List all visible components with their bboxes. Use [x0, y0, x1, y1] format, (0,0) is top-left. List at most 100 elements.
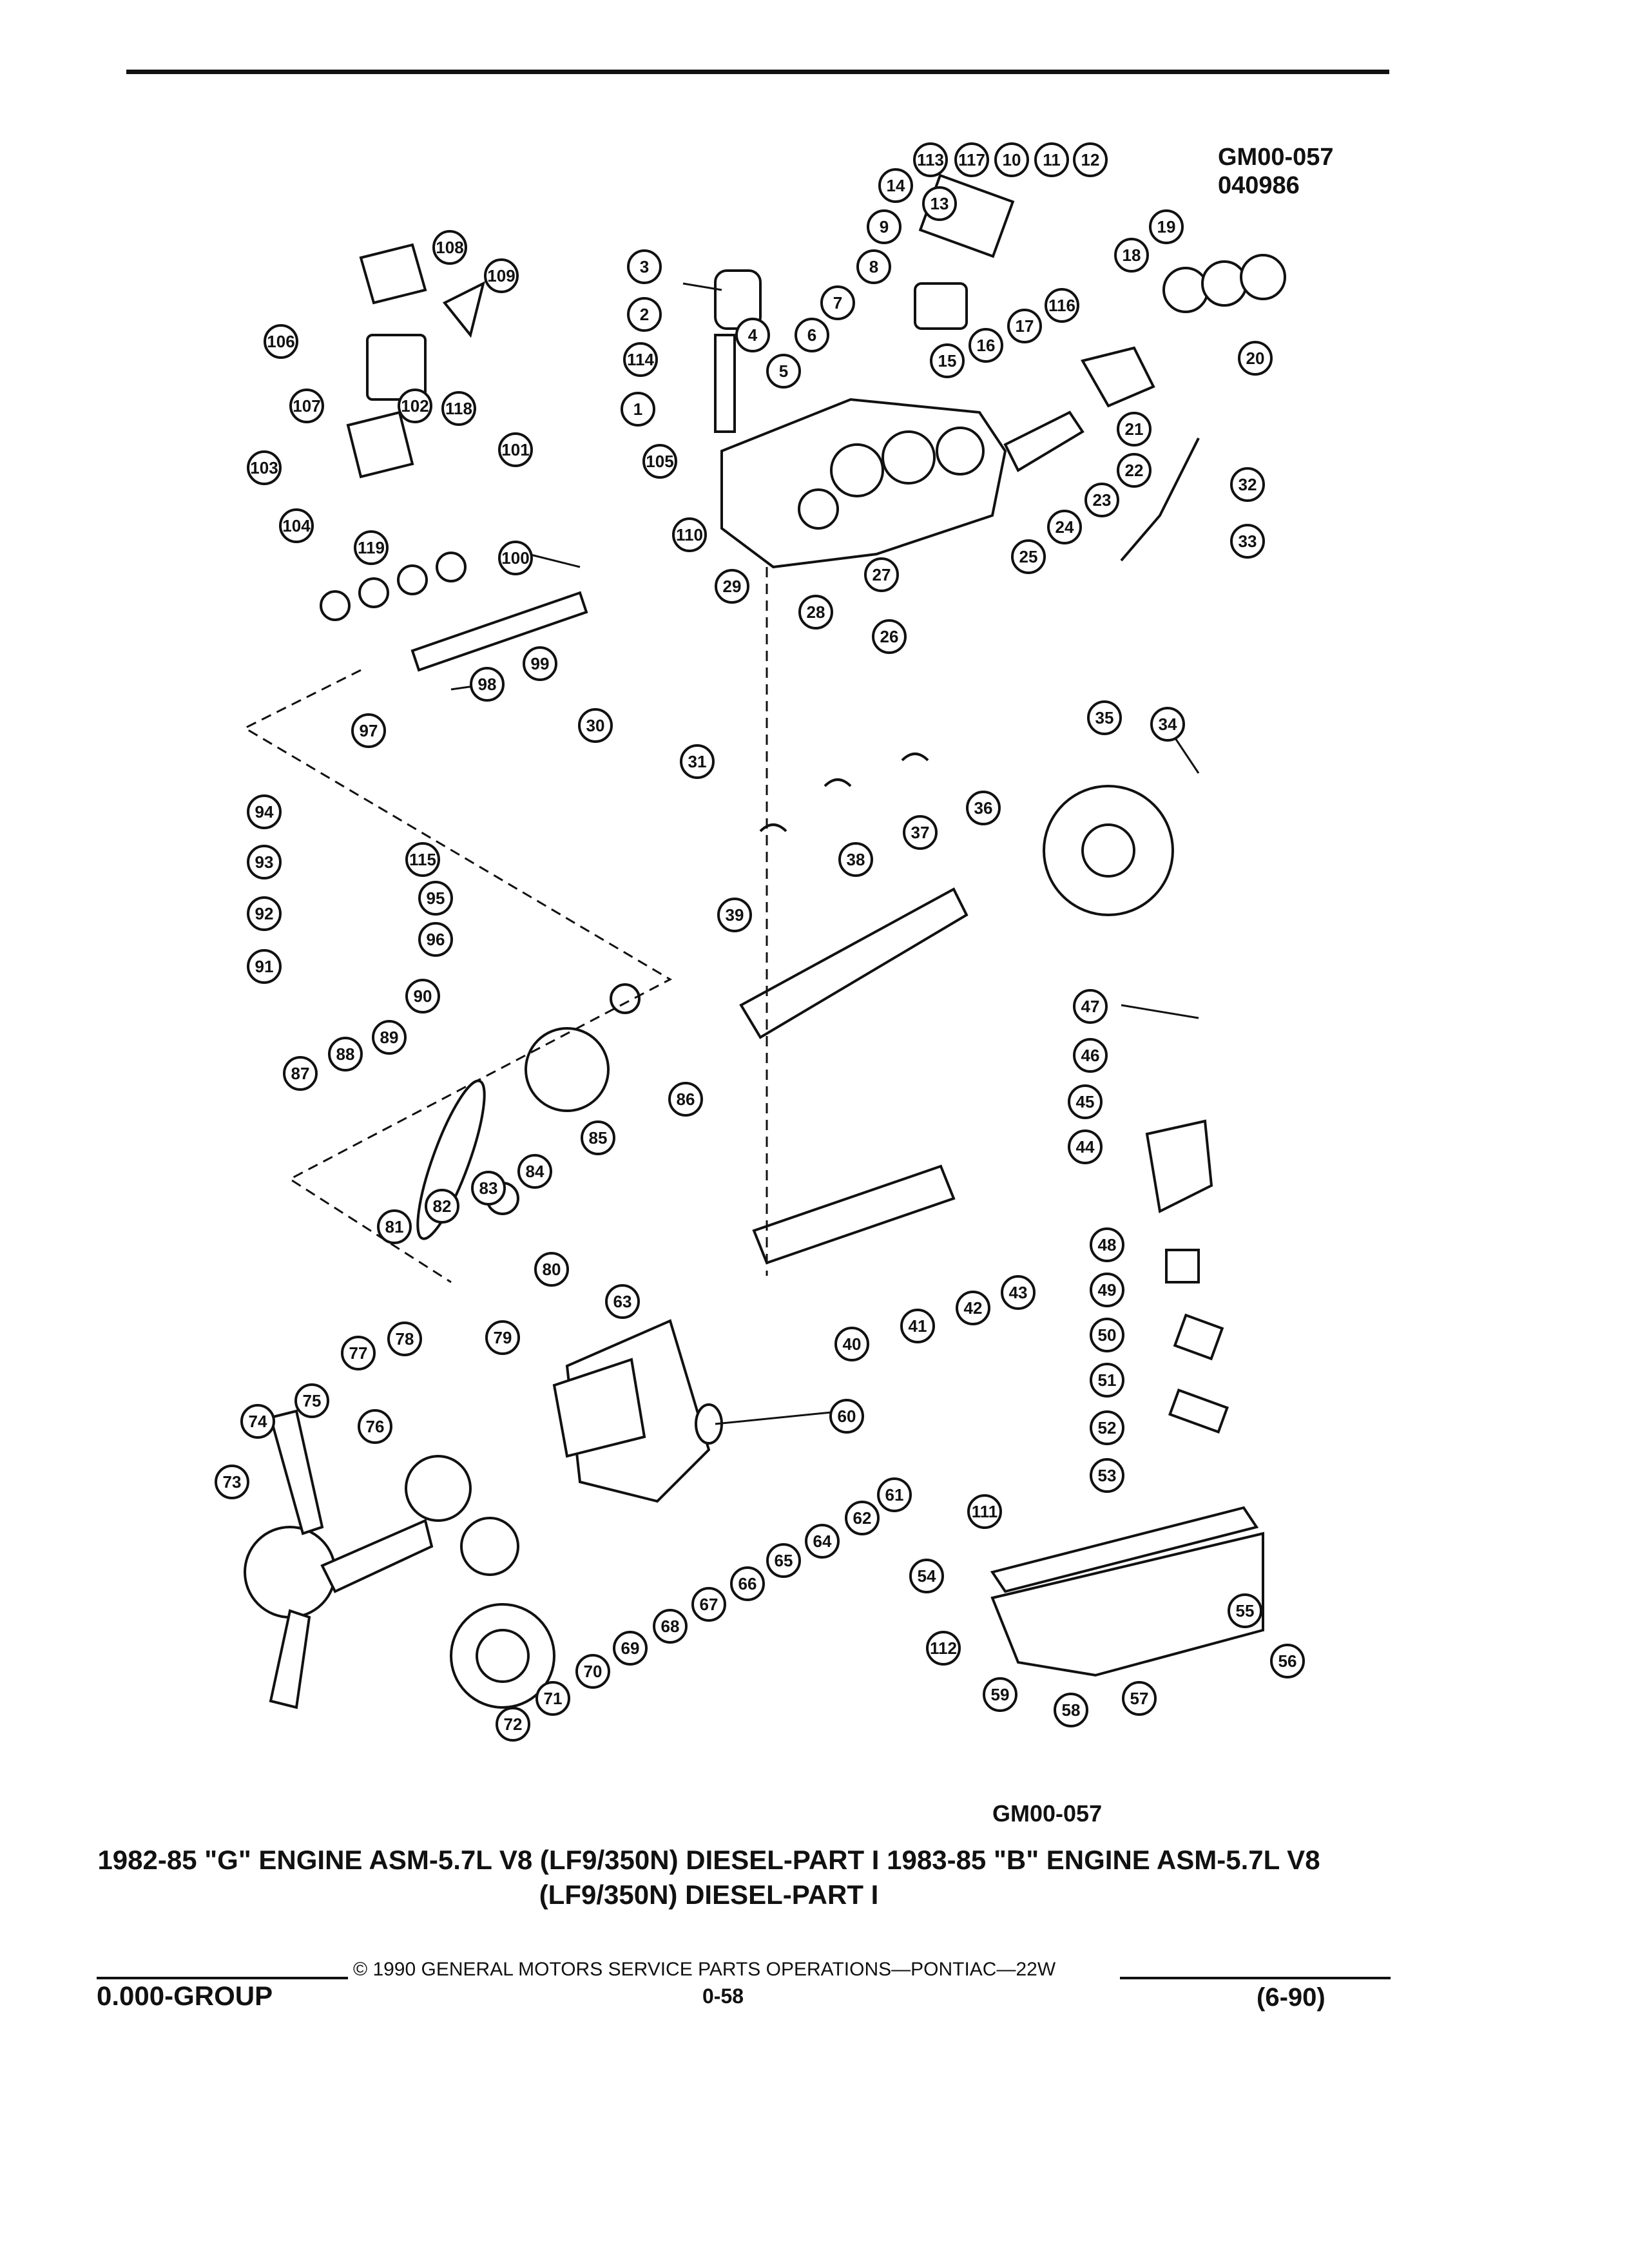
callout-number: 21: [1125, 419, 1144, 439]
callout-number: 49: [1098, 1280, 1117, 1300]
callout-circle: [372, 1020, 407, 1055]
callout-number: 102: [401, 396, 429, 416]
callout-circle: [535, 1681, 570, 1716]
callout-number: 113: [917, 150, 944, 169]
callout-number: 48: [1098, 1235, 1117, 1254]
callout-circle: [341, 1336, 376, 1370]
callout-27: 27: [864, 557, 899, 592]
callout-number: 71: [544, 1689, 563, 1708]
callout-circle: [956, 1291, 990, 1325]
footer-rule-right: [1120, 1977, 1391, 1979]
callout-65: 65: [766, 1543, 801, 1578]
flywheel-hub: [1081, 823, 1135, 878]
callout-circle: [405, 979, 440, 1014]
callout-number: 94: [255, 802, 274, 822]
callout-circle: [735, 318, 770, 352]
callout-84: 84: [517, 1154, 552, 1189]
callout-circle: [215, 1465, 249, 1499]
callout-number: 93: [255, 852, 274, 872]
callout-76: 76: [358, 1409, 392, 1444]
oil-pump: [1145, 1119, 1213, 1213]
callout-55: 55: [1228, 1593, 1262, 1628]
callout-119: 119: [354, 530, 389, 565]
callout-81: 81: [377, 1209, 412, 1244]
callout-number: 22: [1125, 461, 1144, 480]
callout-67: 67: [691, 1587, 726, 1622]
cam-bearing: [358, 577, 389, 608]
callout-94: 94: [247, 794, 282, 829]
callout-circle: [418, 922, 453, 957]
callout-37: 37: [903, 815, 938, 850]
callout-number: 96: [427, 930, 445, 949]
callout-number: 4: [748, 325, 758, 345]
callout-57: 57: [1122, 1681, 1157, 1716]
callout-circle: [983, 1677, 1017, 1712]
bearing-shell: [901, 753, 929, 762]
callout-33: 33: [1230, 524, 1265, 559]
callout-circle: [621, 392, 655, 427]
front-cover-group: [552, 1319, 723, 1503]
callout-number: 65: [775, 1551, 793, 1570]
assembly-line: [242, 669, 673, 1283]
water-pump-pulley: [405, 1455, 472, 1522]
callout-59: 59: [983, 1677, 1017, 1712]
callout-50: 50: [1090, 1318, 1124, 1352]
callout-number: 68: [661, 1617, 680, 1636]
callout-circle: [405, 842, 440, 877]
callout-circle: [668, 1082, 703, 1117]
lifter-body: [914, 282, 968, 330]
callout-circle: [623, 342, 658, 377]
callout-circle: [922, 186, 957, 221]
fan-clutch-pulley: [244, 1526, 336, 1619]
callout-60: 60: [829, 1399, 864, 1434]
callout-112: 112: [926, 1631, 961, 1666]
callout-circle: [279, 508, 314, 543]
callout-number: 110: [676, 525, 703, 544]
callout-49: 49: [1090, 1273, 1124, 1307]
callout-circle: [829, 1399, 864, 1434]
callout-number: 117: [958, 150, 985, 169]
callout-number: 25: [1019, 547, 1038, 566]
callout-number: 89: [380, 1028, 399, 1047]
callout-number: 77: [349, 1343, 368, 1363]
callout-circle: [358, 1409, 392, 1444]
callout-63: 63: [605, 1284, 640, 1319]
callout-number: 75: [303, 1391, 322, 1410]
callout-circle: [766, 354, 801, 389]
callout-number: 34: [1159, 715, 1177, 734]
callout-98: 98: [470, 667, 505, 702]
callout-86: 86: [668, 1082, 703, 1117]
gasket: [442, 281, 485, 338]
callout-circle: [1090, 1410, 1124, 1445]
callout-circle: [930, 343, 965, 378]
callout-23: 23: [1084, 483, 1119, 517]
callout-circle: [1011, 539, 1046, 574]
callout-99: 99: [523, 646, 557, 681]
callout-108: 108: [432, 230, 467, 265]
callout-circle: [627, 297, 662, 332]
callout-51: 51: [1090, 1363, 1124, 1398]
callout-number: 53: [1098, 1466, 1117, 1485]
plate-code: GM00-057: [1218, 144, 1334, 171]
connecting-rod: [1003, 410, 1084, 472]
callout-42: 42: [956, 1291, 990, 1325]
callout-circle: [795, 318, 829, 352]
group-label: 0.000-GROUP: [97, 1981, 273, 2011]
callout-circle: [872, 619, 907, 654]
callout-circle: [864, 557, 899, 592]
callout-number: 92: [255, 904, 274, 923]
callout-circle: [247, 794, 282, 829]
water-pump: [552, 1358, 646, 1458]
callout-number: 73: [223, 1472, 242, 1492]
callout-number: 111: [972, 1502, 998, 1521]
callout-96: 96: [418, 922, 453, 957]
callout-number: 14: [887, 176, 905, 195]
callout-number: 74: [249, 1412, 267, 1431]
oil-pump-body: [346, 410, 414, 479]
callout-circle: [1054, 1693, 1088, 1727]
callout-circle: [264, 324, 298, 359]
callout-circle: [834, 1327, 869, 1361]
oil-pan-group: [990, 1119, 1264, 1677]
callout-number: 58: [1062, 1700, 1081, 1720]
